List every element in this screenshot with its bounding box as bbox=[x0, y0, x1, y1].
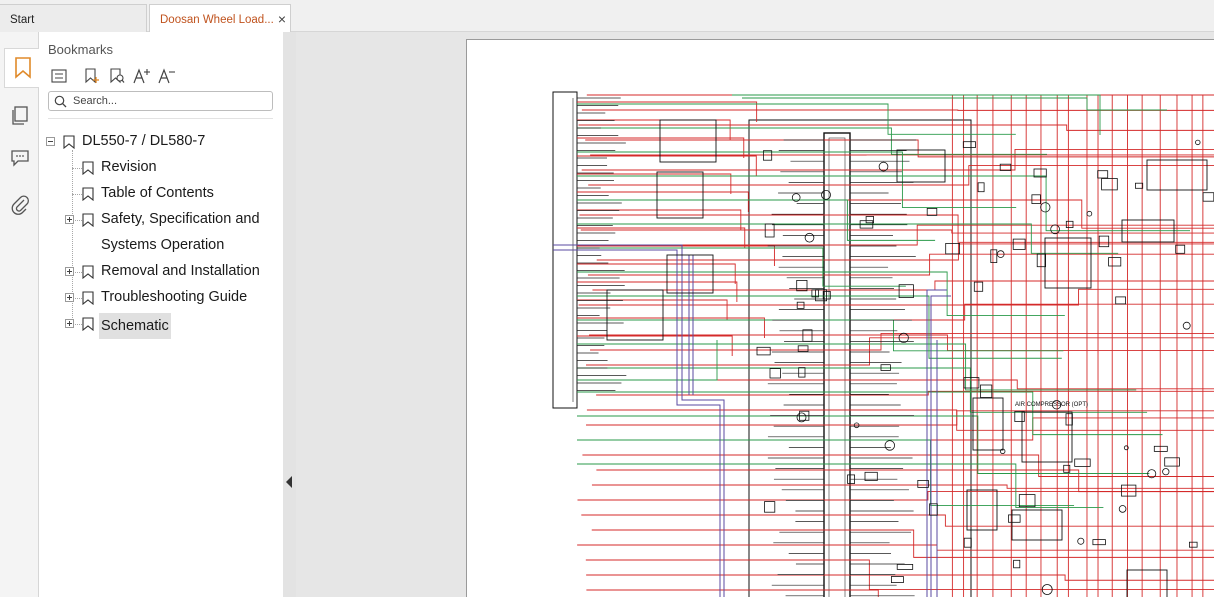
search-icon bbox=[54, 95, 67, 108]
bookmark-icon bbox=[82, 265, 94, 279]
bookmark-icon[interactable] bbox=[4, 48, 40, 88]
tab-document-label: Doosan Wheel Load... bbox=[160, 14, 274, 26]
tab-document[interactable]: Doosan Wheel Load... × bbox=[149, 4, 291, 33]
bookmark-icon bbox=[63, 135, 75, 149]
attachment-icon[interactable] bbox=[4, 185, 36, 225]
tab-start-label: Start bbox=[10, 14, 35, 26]
tab-start[interactable]: Start bbox=[0, 4, 147, 33]
collapse-toggle[interactable] bbox=[46, 137, 55, 146]
bookmarks-panel: Bookmarks DL550 bbox=[39, 32, 283, 597]
bookmark-icon bbox=[82, 291, 94, 305]
panel-title: Bookmarks bbox=[48, 42, 114, 57]
bookmark-icon bbox=[82, 187, 94, 201]
schematic-page: AIR COMPRESSOR (OPT) bbox=[466, 39, 1214, 597]
expand-toggle[interactable] bbox=[65, 319, 74, 328]
add-bookmark-icon[interactable] bbox=[80, 66, 104, 86]
bookmark-search-input[interactable] bbox=[73, 94, 268, 108]
bookmark-icon bbox=[82, 317, 94, 331]
air-compressor-label: AIR COMPRESSOR (OPT) bbox=[1015, 402, 1088, 408]
expand-toggle[interactable] bbox=[65, 215, 74, 224]
decrease-font-icon[interactable] bbox=[155, 66, 179, 86]
expand-toggle[interactable] bbox=[65, 293, 74, 302]
panel-splitter[interactable] bbox=[283, 32, 296, 597]
bookmark-label: Schematic bbox=[99, 313, 171, 339]
bookmark-label: Safety, Specification and bbox=[101, 211, 260, 227]
tab-bar: Start Doosan Wheel Load... × bbox=[0, 0, 1214, 33]
bookmark-search-box bbox=[48, 91, 273, 111]
expand-toggle[interactable] bbox=[65, 267, 74, 276]
bookmark-label: Table of Contents bbox=[101, 185, 214, 201]
sidebar-rail bbox=[0, 32, 40, 597]
panel-divider bbox=[48, 118, 273, 119]
outline-list-icon[interactable] bbox=[47, 66, 71, 86]
close-icon[interactable]: × bbox=[277, 11, 286, 27]
document-viewer[interactable]: AIR COMPRESSOR (OPT) bbox=[296, 32, 1214, 597]
comment-icon[interactable] bbox=[4, 138, 36, 178]
pages-icon[interactable] bbox=[4, 96, 36, 136]
bookmark-label-line2: Systems Operation bbox=[101, 237, 225, 253]
bookmarks-toolbar bbox=[47, 66, 180, 86]
electrical-schematic: AIR COMPRESSOR (OPT) bbox=[552, 91, 1214, 597]
collapse-arrow-icon[interactable] bbox=[286, 476, 292, 488]
bookmark-icon bbox=[82, 213, 94, 227]
find-bookmark-icon[interactable] bbox=[105, 66, 129, 86]
increase-font-icon[interactable] bbox=[130, 66, 154, 86]
bookmark-icon bbox=[82, 161, 94, 175]
bookmark-label: Revision bbox=[101, 159, 157, 175]
bookmark-label: DL550-7 / DL580-7 bbox=[82, 133, 206, 149]
bookmark-label: Troubleshooting Guide bbox=[101, 289, 248, 305]
bookmark-label: Removal and Installation bbox=[101, 263, 260, 279]
